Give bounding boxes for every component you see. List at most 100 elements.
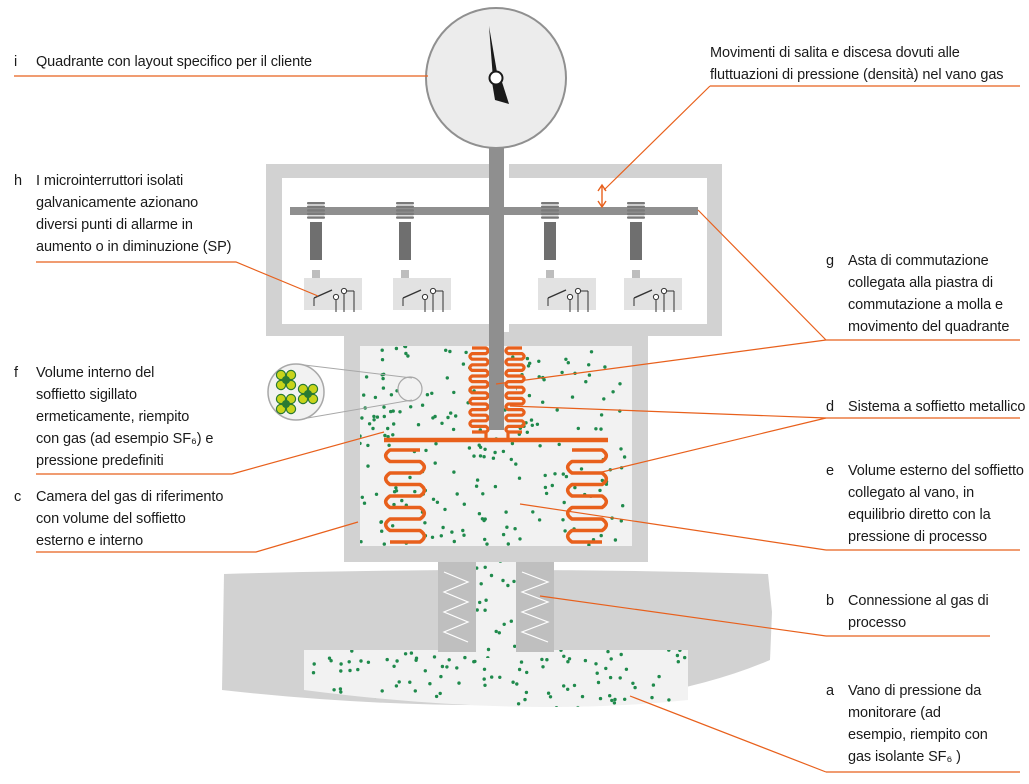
- gas-particle: [409, 651, 414, 655]
- leader-a: [629, 695, 1020, 773]
- gas-particle: [380, 689, 384, 693]
- gas-particle: [339, 662, 343, 666]
- gas-particle: [445, 665, 449, 669]
- gas-particle: [441, 525, 445, 530]
- gas-particle: [509, 619, 513, 623]
- gas-particle: [537, 518, 542, 522]
- gas-particle: [517, 476, 522, 480]
- gas-particle: [373, 395, 378, 400]
- gas-particle: [382, 414, 386, 419]
- gas-particle: [541, 400, 545, 404]
- gas-particle: [362, 393, 366, 397]
- gas-particle: [395, 659, 399, 663]
- gas-particle: [545, 658, 549, 662]
- gas-particle: [633, 685, 637, 690]
- gas-particle: [391, 433, 395, 437]
- gas-particle: [407, 712, 410, 715]
- gas-particle: [485, 542, 489, 546]
- gas-particle: [391, 524, 395, 528]
- gas-particle: [379, 520, 383, 524]
- gas-particle: [389, 393, 394, 397]
- gas-particle: [610, 698, 614, 703]
- gas-particle: [409, 405, 413, 409]
- gas-particle: [408, 710, 411, 713]
- leader-movement: [603, 85, 1020, 191]
- gas-particle: [538, 444, 542, 448]
- gas-particle: [385, 657, 389, 662]
- sf6-molecules: [275, 369, 319, 415]
- gas-particle: [448, 349, 452, 354]
- gas-particle: [564, 474, 569, 479]
- gas-particle: [606, 650, 610, 654]
- thread-right: [520, 571, 550, 643]
- gas-particle: [408, 475, 412, 480]
- gas-particle: [608, 694, 612, 698]
- gas-particle: [576, 426, 580, 431]
- gas-particle: [506, 542, 510, 546]
- gas-particle: [618, 676, 622, 680]
- label-b-gas-connection: Connessione al gas di processo: [848, 593, 989, 631]
- gas-particle: [608, 675, 613, 680]
- gas-particle: [439, 534, 443, 538]
- gas-particle: [464, 350, 468, 355]
- thread-left: [442, 571, 470, 643]
- gas-particle: [390, 711, 393, 714]
- gas-particle: [512, 579, 516, 584]
- leader-b: [539, 595, 990, 637]
- gas-particle: [381, 386, 386, 390]
- gas-particle: [477, 443, 481, 447]
- gas-particle: [462, 533, 466, 537]
- gas-particle: [587, 543, 591, 546]
- gas-particle: [676, 660, 680, 664]
- gas-particle: [433, 414, 437, 419]
- gas-particle: [435, 500, 440, 504]
- gas-particle: [353, 702, 357, 706]
- gas-particle: [535, 422, 540, 426]
- gas-particle: [609, 657, 613, 661]
- leader-d2: [601, 417, 827, 473]
- gas-particle: [502, 622, 506, 626]
- gas-particle: [541, 665, 545, 669]
- leader-lines: [14, 75, 1020, 773]
- gas-particle: [619, 519, 623, 523]
- gas-particle: [576, 705, 580, 708]
- gas-particle: [523, 697, 527, 702]
- gas-particle: [372, 418, 376, 422]
- leader-g2: [495, 339, 827, 385]
- dial-pivot: [488, 70, 504, 86]
- gas-particle: [400, 498, 404, 503]
- gas-particle: [483, 608, 487, 612]
- gas-particle: [566, 687, 570, 691]
- gas-particle: [525, 670, 529, 675]
- gas-particle: [589, 350, 594, 354]
- gas-particle: [498, 675, 502, 679]
- gas-particle: [339, 690, 343, 694]
- leader-c: [36, 521, 359, 553]
- gas-particle: [544, 491, 549, 496]
- gas-particle: [443, 507, 447, 512]
- micro-switch-4: [624, 202, 682, 312]
- zoom-cone: [295, 363, 413, 421]
- gas-particle: [312, 662, 316, 666]
- gas-particle: [461, 528, 465, 533]
- gas-particle: [598, 488, 602, 493]
- gas-particle: [562, 500, 566, 505]
- gas-particle: [380, 529, 384, 533]
- gas-particle: [413, 689, 417, 693]
- gas-particle: [584, 380, 588, 384]
- gas-particle: [559, 650, 563, 652]
- zoom-source: [397, 376, 423, 402]
- gas-particle: [449, 411, 453, 415]
- gas-passage: [476, 548, 516, 658]
- gas-particle: [392, 502, 396, 507]
- leader-f: [36, 431, 385, 475]
- gas-particle: [375, 415, 380, 419]
- bellows-right-coil: [565, 448, 609, 544]
- label-letter-d: d: [826, 399, 835, 415]
- gas-particle: [394, 346, 399, 351]
- gas-particle: [493, 484, 498, 489]
- gas-particle: [452, 539, 456, 544]
- gas-particle: [371, 426, 375, 431]
